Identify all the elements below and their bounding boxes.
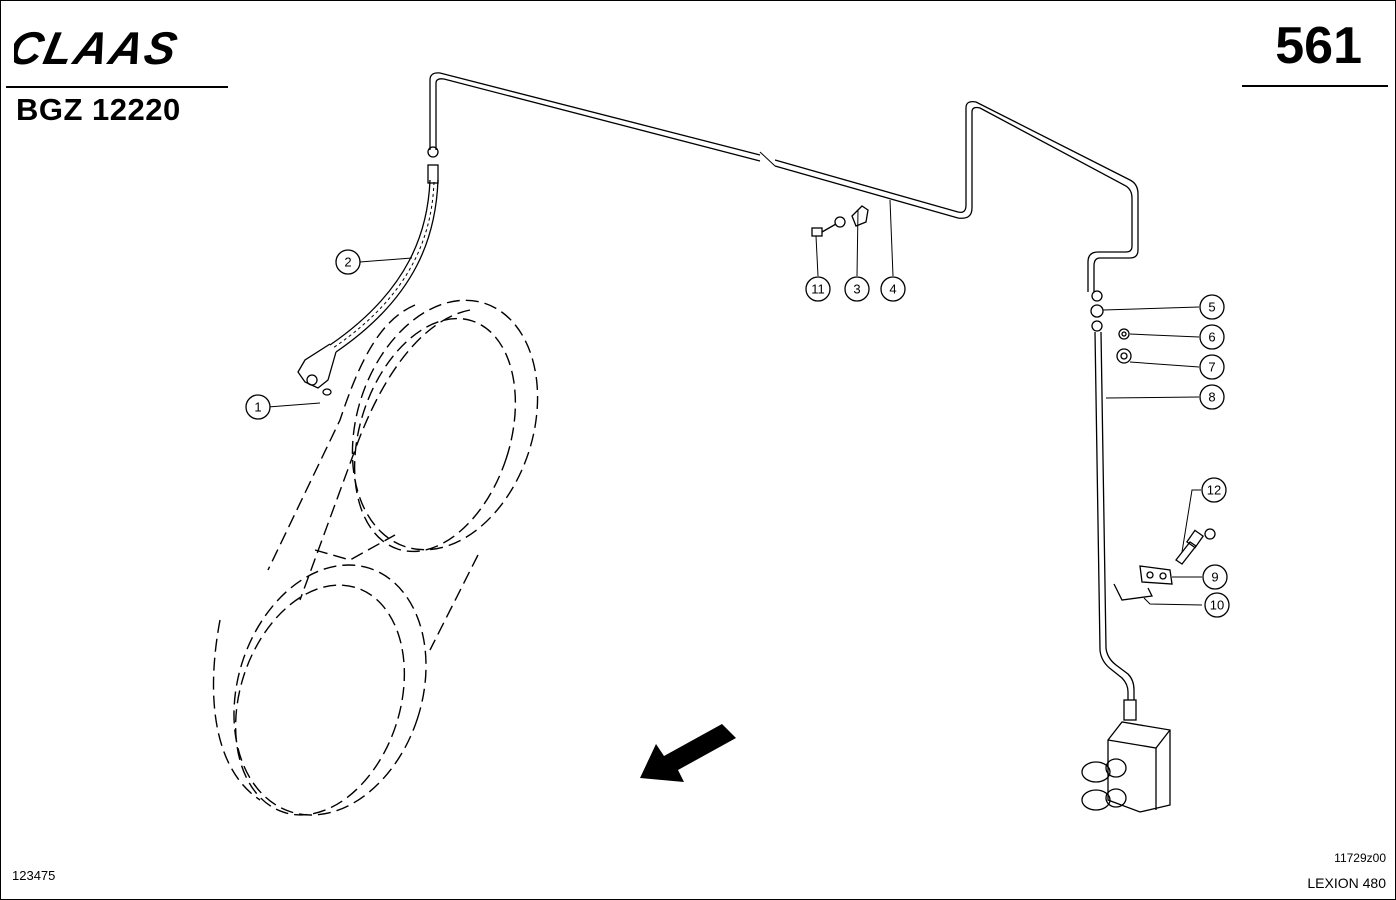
callout-12: 12 xyxy=(1201,477,1227,503)
brand-underline xyxy=(6,86,228,88)
drawing-reference-right: 11729z00 xyxy=(1334,851,1386,865)
washer-small xyxy=(834,216,846,228)
fitting-part-5-bottom xyxy=(1091,320,1103,332)
pipe-part-8 xyxy=(1094,331,1135,700)
callout-label: 12 xyxy=(1207,483,1221,498)
document-code: BGZ 12220 xyxy=(16,92,181,127)
clamp-part-10 xyxy=(1113,583,1153,601)
fitting-part-5 xyxy=(1090,304,1104,318)
callout-3: 3 xyxy=(844,276,870,302)
callout-7: 7 xyxy=(1199,354,1225,380)
page-number-underline xyxy=(1242,85,1388,87)
nut-part-6-hole xyxy=(1121,331,1127,337)
nut-part-6 xyxy=(1118,328,1130,340)
callout-label: 4 xyxy=(889,282,896,297)
page-number: 561 xyxy=(1275,17,1362,75)
pipe-part-4 xyxy=(427,72,1139,292)
callout-label: 7 xyxy=(1208,360,1215,375)
callout-label: 3 xyxy=(853,282,860,297)
hose-part-2 xyxy=(297,164,439,389)
callout-label: 6 xyxy=(1208,330,1215,345)
washer-part-7 xyxy=(1116,348,1132,364)
callout-11: 11 xyxy=(805,276,831,302)
machine-model: LEXION 480 xyxy=(1307,875,1386,891)
callout-8: 8 xyxy=(1199,384,1225,410)
callout-label: 10 xyxy=(1210,598,1224,613)
callout-6: 6 xyxy=(1199,324,1225,350)
direction-arrow xyxy=(640,724,736,782)
callout-1: 1 xyxy=(245,394,271,420)
callout-4: 4 xyxy=(880,276,906,302)
callout-9: 9 xyxy=(1202,564,1228,590)
callout-5: 5 xyxy=(1199,294,1225,320)
clamp-part-9 xyxy=(1139,565,1173,585)
callout-label: 1 xyxy=(254,400,261,415)
bolt-part-12 xyxy=(1175,529,1205,565)
callout-label: 9 xyxy=(1211,570,1218,585)
svg-text:CLAAS: CLAAS xyxy=(14,28,184,68)
leader-lines xyxy=(267,199,1203,606)
valve-block xyxy=(1081,699,1171,813)
nut-part-12 xyxy=(1204,528,1216,540)
belt-drive-dashed xyxy=(212,299,539,816)
washer-part-7-hole xyxy=(1120,352,1128,360)
fitting-part-5-top xyxy=(1091,290,1103,302)
clamp-part-3 xyxy=(851,205,869,227)
o-ring-part-1 xyxy=(322,388,332,396)
drawing-reference-left: 123475 xyxy=(12,868,56,883)
callout-10: 10 xyxy=(1204,592,1230,618)
callout-2: 2 xyxy=(335,249,361,275)
callout-label: 2 xyxy=(344,255,351,270)
callout-label: 11 xyxy=(811,282,825,297)
callout-label: 8 xyxy=(1208,390,1215,405)
bolt-part-11 xyxy=(811,223,837,237)
claas-logo: CLAAS xyxy=(14,28,184,68)
callout-label: 5 xyxy=(1208,300,1215,315)
